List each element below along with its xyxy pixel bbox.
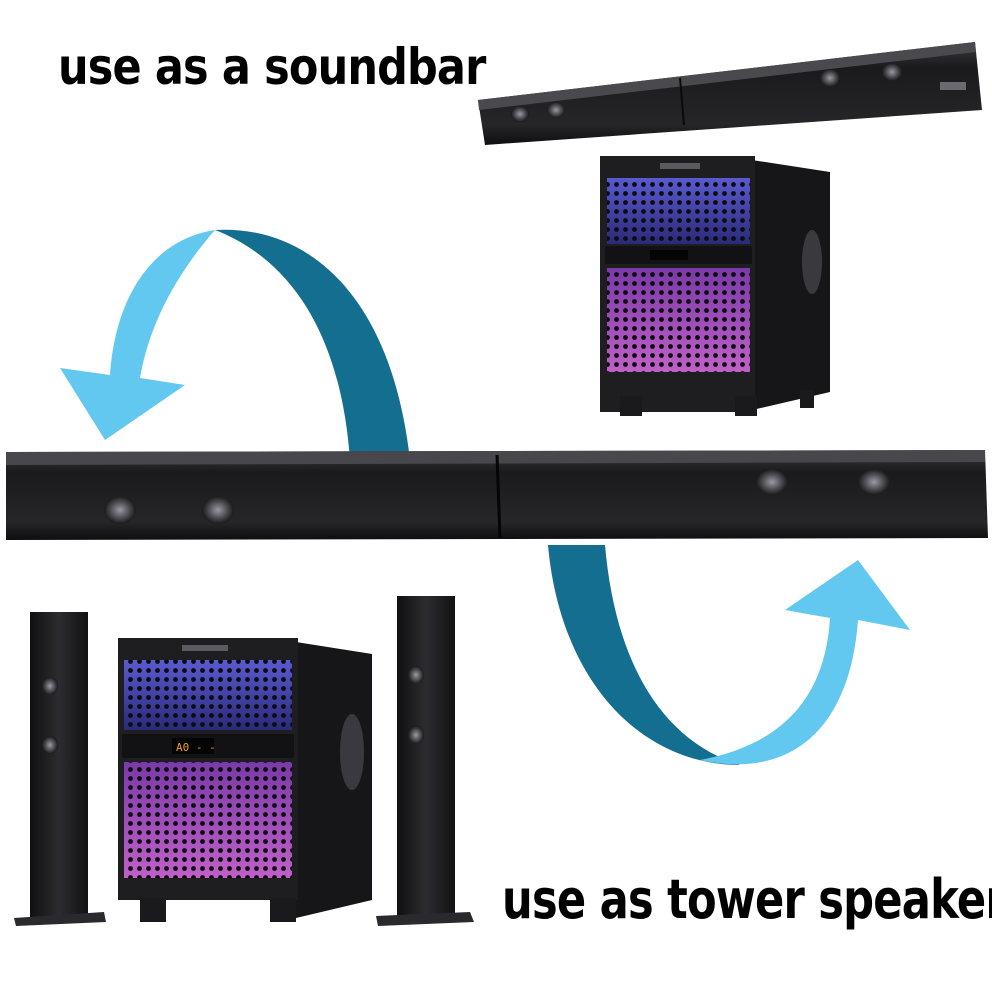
display-readout: A0 - - <box>176 741 216 754</box>
brand-logo-icon <box>940 82 966 90</box>
caption-tower-speakers: use as tower speakers <box>502 868 992 931</box>
soundbar-small <box>478 42 982 145</box>
soundbar-large <box>6 450 988 540</box>
caption-soundbar: use as a soundbar <box>58 38 486 96</box>
subwoofer-bottom: A0 - - <box>118 638 372 922</box>
tower-speaker-left <box>14 612 106 926</box>
rotate-arrow-icon <box>548 545 910 765</box>
display-panel <box>172 738 214 754</box>
brand-logo-icon <box>660 163 700 169</box>
subwoofer-top <box>600 156 830 416</box>
brand-logo-icon <box>182 645 228 651</box>
tower-speaker-right <box>376 596 474 926</box>
rotate-arrow-icon <box>60 229 410 460</box>
